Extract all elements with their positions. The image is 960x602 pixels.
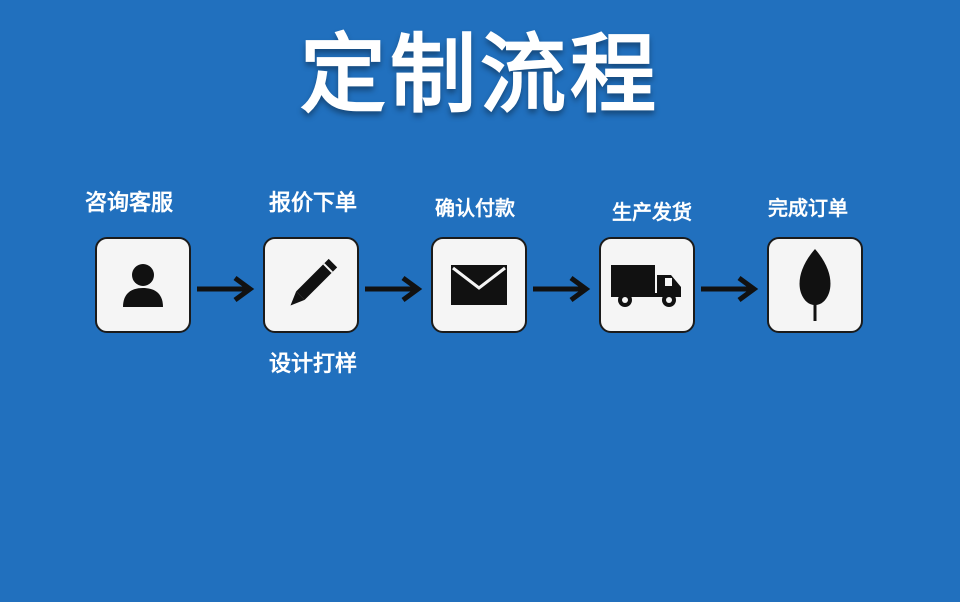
step-box-shipping (599, 237, 695, 333)
step-label-design: 设计打样 (268, 352, 357, 377)
step-label-complete: 完成订单 (768, 196, 848, 220)
page-title: 定制流程 (300, 25, 660, 125)
step-box-payment (431, 237, 527, 333)
step-box-consult (95, 237, 191, 333)
step-label-quote: 报价下单 (268, 191, 357, 216)
step-label-payment: 确认付款 (435, 196, 515, 220)
pencil-icon (290, 258, 338, 306)
arrow-icon (533, 275, 591, 303)
step-label-consult: 咨询客服 (84, 191, 173, 216)
leaf-icon (799, 249, 831, 321)
arrow-icon (197, 275, 255, 303)
person-icon (123, 264, 163, 307)
step-box-quote (263, 237, 359, 333)
step-label-shipping: 生产发货 (612, 200, 692, 224)
arrow-icon (701, 275, 759, 303)
envelope-icon (451, 265, 507, 305)
arrow-icon (365, 275, 423, 303)
truck-icon (611, 265, 681, 307)
step-box-complete (767, 237, 863, 333)
